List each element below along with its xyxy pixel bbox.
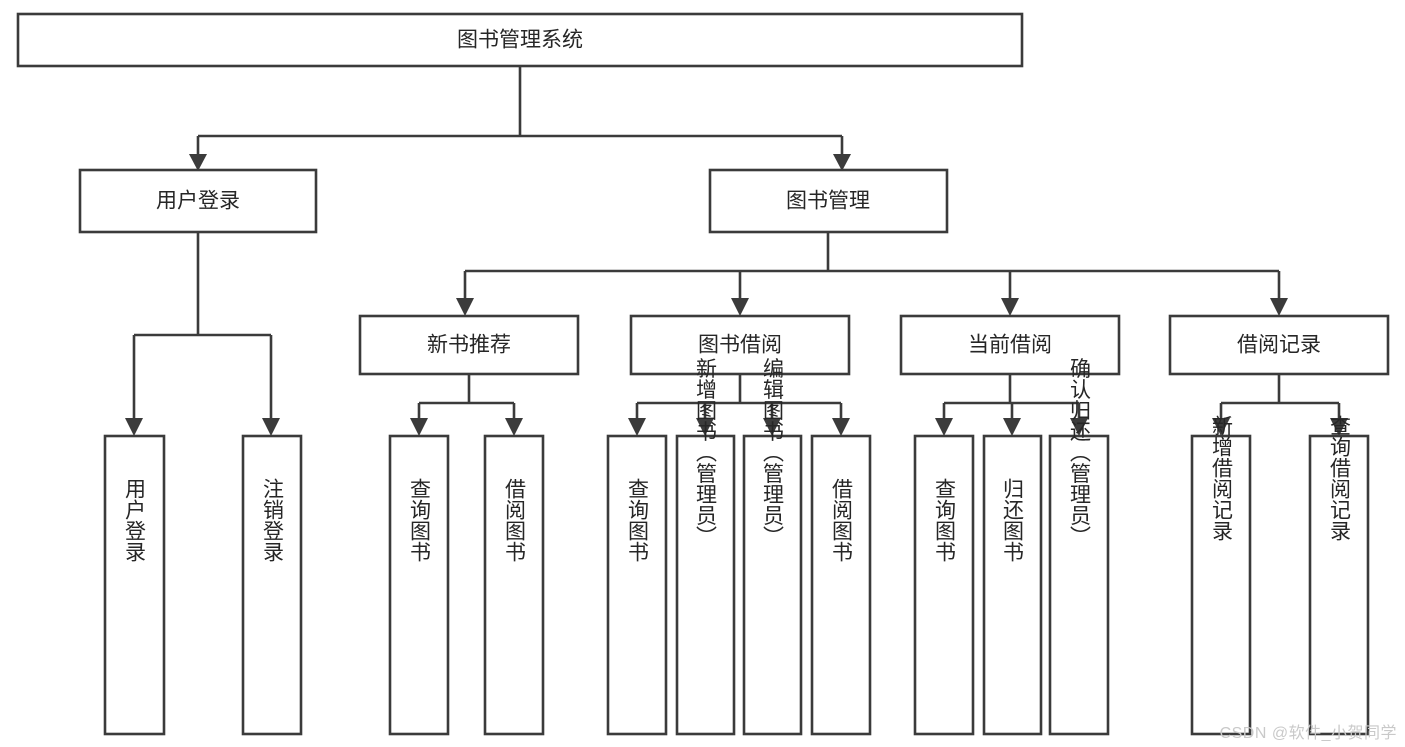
node-new-book-recommend-label: 新书推荐: [427, 334, 511, 357]
node-root[interactable]: 图书管理系统: [16, 12, 1024, 68]
node-leaf-logout[interactable]: 注销登录: [241, 434, 303, 736]
connector-root-to-level2: [189, 66, 851, 171]
node-leaf-current-return-label: 归还图书: [1001, 478, 1025, 562]
node-current-borrow[interactable]: 当前借阅: [899, 314, 1121, 376]
node-user-login-label: 用户登录: [156, 190, 240, 213]
node-leaf-borrow-query[interactable]: 查询图书: [606, 434, 668, 736]
node-leaf-logout-label: 注销登录: [261, 478, 285, 562]
node-new-book-recommend[interactable]: 新书推荐: [358, 314, 580, 376]
node-leaf-user-login-label: 用户登录: [123, 478, 147, 562]
node-borrow-record[interactable]: 借阅记录: [1168, 314, 1390, 376]
node-leaf-borrow-add-label: 新增图书（管理员）: [694, 358, 718, 547]
node-leaf-borrow-add[interactable]: 新增图书（管理员）: [675, 358, 736, 736]
connector-bookborrow-to-leaves: [628, 374, 850, 436]
node-leaf-newbook-borrow[interactable]: 借阅图书: [483, 434, 545, 736]
node-borrow-record-label: 借阅记录: [1237, 334, 1321, 357]
node-leaf-current-query-label: 查询图书: [933, 478, 957, 562]
node-leaf-borrow-book[interactable]: 借阅图书: [810, 434, 872, 736]
node-leaf-borrow-edit-label: 编辑图书（管理员）: [761, 358, 785, 547]
node-root-label: 图书管理系统: [457, 29, 583, 52]
node-leaf-record-query-label: 查询借阅记录: [1328, 415, 1352, 541]
csdn-watermark: CSDN @软件_小贺同学: [1219, 725, 1397, 742]
node-leaf-current-confirm-label: 确认归还（管理员）: [1068, 358, 1092, 547]
node-book-management-label: 图书管理: [786, 190, 870, 213]
node-leaf-current-query[interactable]: 查询图书: [913, 434, 975, 736]
node-leaf-newbook-query[interactable]: 查询图书: [388, 434, 450, 736]
node-leaf-record-add[interactable]: 新增借阅记录: [1190, 415, 1252, 736]
connector-userlogin-to-leaves: [125, 232, 280, 436]
connector-newbook-to-leaves: [410, 374, 523, 436]
node-leaf-current-confirm[interactable]: 确认归还（管理员）: [1048, 358, 1110, 736]
connector-bookmgmt-to-level3: [456, 232, 1288, 316]
node-book-borrow[interactable]: 图书借阅: [629, 314, 851, 376]
node-leaf-newbook-borrow-label: 借阅图书: [503, 478, 527, 562]
node-leaf-record-query[interactable]: 查询借阅记录: [1308, 415, 1370, 736]
node-leaf-borrow-query-label: 查询图书: [626, 478, 650, 562]
node-leaf-borrow-book-label: 借阅图书: [830, 478, 854, 562]
node-leaf-current-return[interactable]: 归还图书: [982, 434, 1043, 736]
node-book-borrow-label: 图书借阅: [698, 334, 782, 357]
connector-borrowrecord-to-leaves: [1212, 374, 1348, 436]
node-book-management[interactable]: 图书管理: [708, 168, 949, 234]
node-leaf-record-add-label: 新增借阅记录: [1210, 415, 1234, 541]
node-current-borrow-label: 当前借阅: [968, 334, 1052, 357]
connector-currentborrow-to-leaves: [935, 374, 1088, 436]
node-user-login[interactable]: 用户登录: [78, 168, 318, 234]
node-leaf-newbook-query-label: 查询图书: [408, 478, 432, 562]
node-leaf-user-login[interactable]: 用户登录: [103, 434, 166, 736]
node-leaf-borrow-edit[interactable]: 编辑图书（管理员）: [742, 358, 803, 736]
